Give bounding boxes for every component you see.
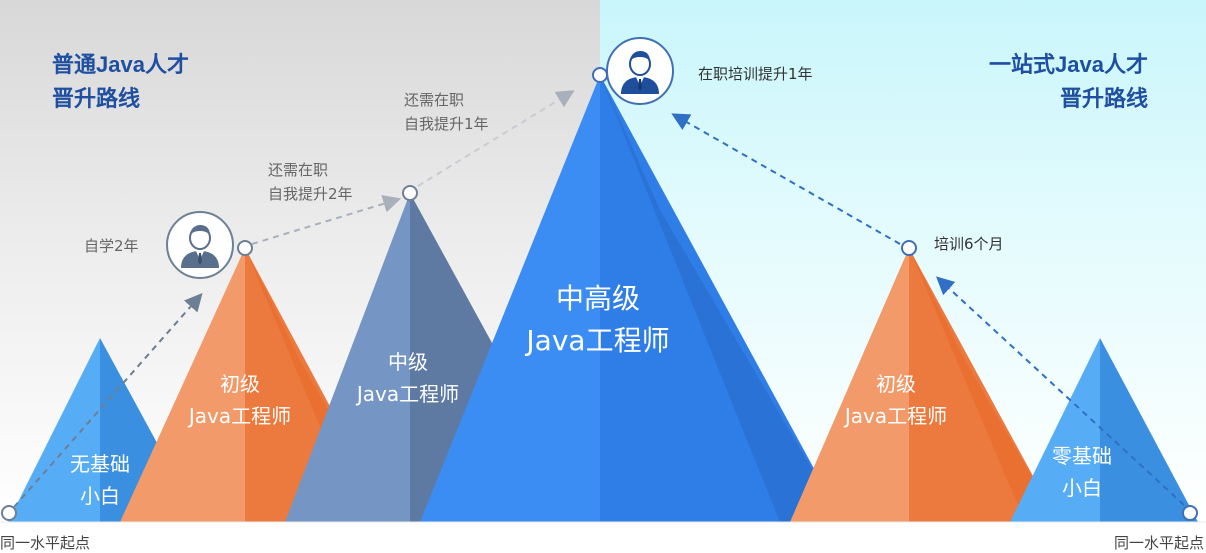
node-junior-left — [237, 240, 253, 256]
label-junior-left: 初级 Java工程师 — [170, 368, 310, 432]
right-heading: 一站式Java人才 晋升路线 — [989, 48, 1148, 116]
label-junior-right-line1: 初级 — [876, 372, 916, 396]
baseline-label-left: 同一水平起点 — [0, 534, 91, 552]
right-heading-line1: 一站式Java人才 — [989, 52, 1148, 77]
path-junior-to-senior-right — [671, 113, 901, 245]
mountain-zero-base-right — [1010, 338, 1198, 522]
note-self-improve-1-line2: 自我提升1年 — [404, 115, 489, 133]
right-heading-line2: 晋升路线 — [1059, 86, 1148, 111]
baseline-label-right: 同一水平起点 — [1113, 534, 1204, 552]
left-heading: 普通Java人才 晋升路线 — [52, 48, 189, 116]
label-junior-left-line2: Java工程师 — [188, 404, 292, 428]
person-avatar-icon — [621, 51, 659, 94]
label-junior-right: 初级 Java工程师 — [826, 368, 966, 432]
note-self-study: 自学2年 — [84, 237, 139, 255]
note-self-improve-1: 还需在职 自我提升1年 — [404, 88, 489, 136]
node-junior-right — [901, 240, 917, 256]
left-heading-line2: 晋升路线 — [52, 86, 141, 111]
note-self-improve-2: 还需在职 自我提升2年 — [268, 158, 353, 206]
label-zero-base-left: 无基础 小白 — [40, 448, 160, 512]
node-mid — [402, 185, 418, 201]
person-avatar-icon — [181, 225, 219, 268]
label-junior-right-line2: Java工程师 — [844, 404, 948, 428]
note-self-improve-1-line1: 还需在职 — [404, 91, 465, 109]
avatar-icon — [166, 211, 234, 279]
node-start-left — [1, 505, 17, 521]
note-self-improve-2-line1: 还需在职 — [268, 161, 329, 179]
mountain-junior-right — [790, 248, 1058, 522]
label-senior: 中高级 Java工程师 — [498, 278, 698, 362]
label-zero-base-right-line1: 零基础 — [1052, 444, 1112, 468]
mountain-senior — [420, 75, 843, 522]
path-junior-to-mid — [251, 195, 402, 245]
note-onjob-training: 在职培训提升1年 — [698, 65, 813, 83]
note-self-improve-2-line2: 自我提升2年 — [268, 185, 353, 203]
note-training-6m: 培训6个月 — [934, 235, 1004, 253]
label-mid-line2: Java工程师 — [356, 382, 460, 406]
label-mid-line1: 中级 — [388, 350, 428, 374]
path-zero-to-junior-left — [13, 292, 203, 508]
node-start-right — [1182, 505, 1198, 521]
label-junior-left-line1: 初级 — [220, 372, 260, 396]
label-mid: 中级 Java工程师 — [338, 346, 478, 410]
avatar-icon-senior — [606, 37, 674, 105]
node-senior — [592, 67, 608, 83]
label-zero-base-right-line2: 小白 — [1062, 476, 1102, 500]
left-heading-line1: 普通Java人才 — [52, 52, 189, 77]
label-zero-base-left-line2: 小白 — [80, 484, 120, 508]
path-zero-to-junior-right — [936, 276, 1185, 506]
label-zero-base-right: 零基础 小白 — [1022, 440, 1142, 504]
label-senior-line1: 中高级 — [555, 282, 640, 315]
label-zero-base-left-line1: 无基础 — [70, 452, 130, 476]
label-senior-line2: Java工程师 — [526, 324, 670, 357]
path-mid-to-senior — [417, 90, 575, 187]
